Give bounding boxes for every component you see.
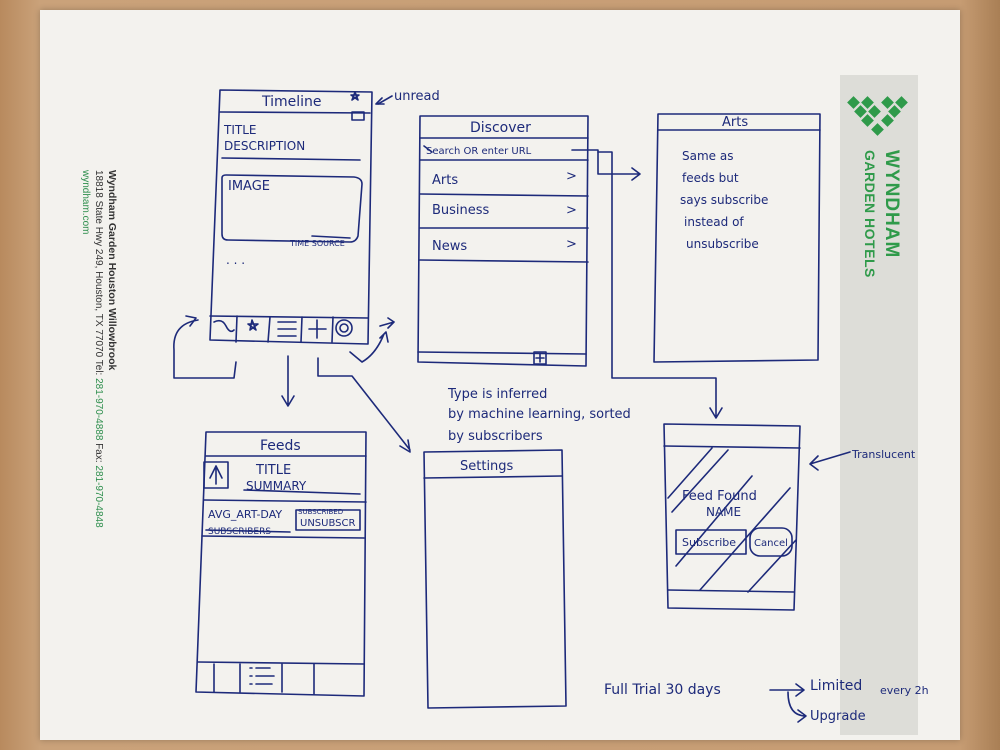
feed-row-subscribers: SUBSCRIBERS: [208, 527, 271, 537]
nav-arrow-settings: [317, 357, 411, 453]
feed-item-icon: [203, 461, 229, 489]
category-arts[interactable]: Arts: [432, 173, 458, 188]
time-source: TIME SOURCE: [289, 239, 345, 248]
nav-arrow-feeds: [281, 355, 295, 407]
category-news[interactable]: News: [432, 239, 467, 254]
chevron-right-icon: >: [566, 203, 577, 218]
discover-note-line: by machine learning, sorted: [448, 407, 631, 422]
list-tab-icon[interactable]: [277, 321, 297, 337]
discover-note-line: by subscribers: [448, 429, 543, 444]
paper-sheet: [40, 10, 960, 740]
star-tab-icon[interactable]: [247, 319, 259, 331]
arts-sketch: [653, 113, 821, 363]
plus-tab-icon[interactable]: [308, 319, 327, 339]
feeds-list-tab-icon[interactable]: [249, 667, 275, 685]
cancel-label: Cancel: [754, 538, 788, 549]
post-description: DESCRIPTION: [224, 139, 305, 153]
upgrade-note: Upgrade: [810, 709, 866, 724]
modal-sketch: [663, 423, 851, 611]
arts-note-line: feeds but: [682, 171, 739, 185]
nav-arrow-back: [379, 317, 395, 329]
arts-note-line: unsubscribe: [686, 237, 759, 251]
settings-sketch: [423, 449, 567, 709]
limited-note: Limited: [810, 678, 862, 694]
arts-note-line: Same as: [682, 149, 733, 163]
search-icon: [423, 145, 433, 153]
pricing-arrows: [769, 683, 807, 723]
subscribe-button[interactable]: [675, 529, 747, 555]
chevron-right-icon: >: [566, 169, 577, 184]
discover-sketch: [417, 115, 723, 419]
settings-tab-inner-icon: [339, 323, 349, 333]
timeline-ellipsis: . . .: [226, 253, 245, 267]
search-input[interactable]: Search OR enter URL: [426, 146, 532, 157]
post-title: TITLE: [223, 123, 256, 137]
limited-extra-note: every 2h: [880, 684, 929, 697]
subscribe-label: Subscribe: [682, 536, 736, 549]
map-tab-icon[interactable]: [213, 319, 235, 333]
trial-note: Full Trial 30 days: [604, 682, 721, 698]
settings-tab-icon[interactable]: [335, 319, 353, 337]
discover-title: Discover: [470, 120, 531, 136]
image-label: IMAGE: [228, 179, 270, 194]
feed-item-title: TITLE: [255, 463, 291, 478]
timeline-sketch: [209, 89, 393, 345]
timeline-title: Timeline: [261, 94, 322, 110]
brand-strip: [840, 75, 918, 735]
arts-note-line: instead of: [684, 215, 744, 229]
feed-found-label: Feed Found: [682, 489, 757, 504]
feeds-title: Feeds: [260, 438, 301, 454]
discover-note-line: Type is inferred: [447, 387, 547, 402]
feed-row-subscribed: SUBSCRIBED: [298, 508, 343, 516]
unsubscribe-button[interactable]: [295, 509, 361, 531]
feed-row-name: AVG_ART-DAY: [208, 508, 282, 521]
arts-note-line: says subscribe: [680, 193, 768, 207]
arts-title: Arts: [722, 115, 748, 130]
category-business[interactable]: Business: [432, 203, 490, 218]
feed-name-label: NAME: [706, 505, 741, 519]
unread-note: unread: [394, 89, 440, 104]
unsubscribe-label: UNSUBSCR: [300, 518, 355, 529]
nav-arrow-map: [173, 319, 237, 379]
chevron-right-icon: >: [566, 237, 577, 252]
feeds-sketch: [195, 431, 367, 697]
add-feed-icon[interactable]: [533, 351, 547, 365]
nav-arrow-plus: [349, 331, 389, 363]
wyndham-logo-icon: [843, 94, 911, 142]
settings-title: Settings: [460, 459, 514, 474]
translucent-note: Translucent: [851, 448, 916, 461]
feed-item-summary: SUMMARY: [246, 479, 307, 493]
cancel-button[interactable]: [749, 527, 793, 557]
